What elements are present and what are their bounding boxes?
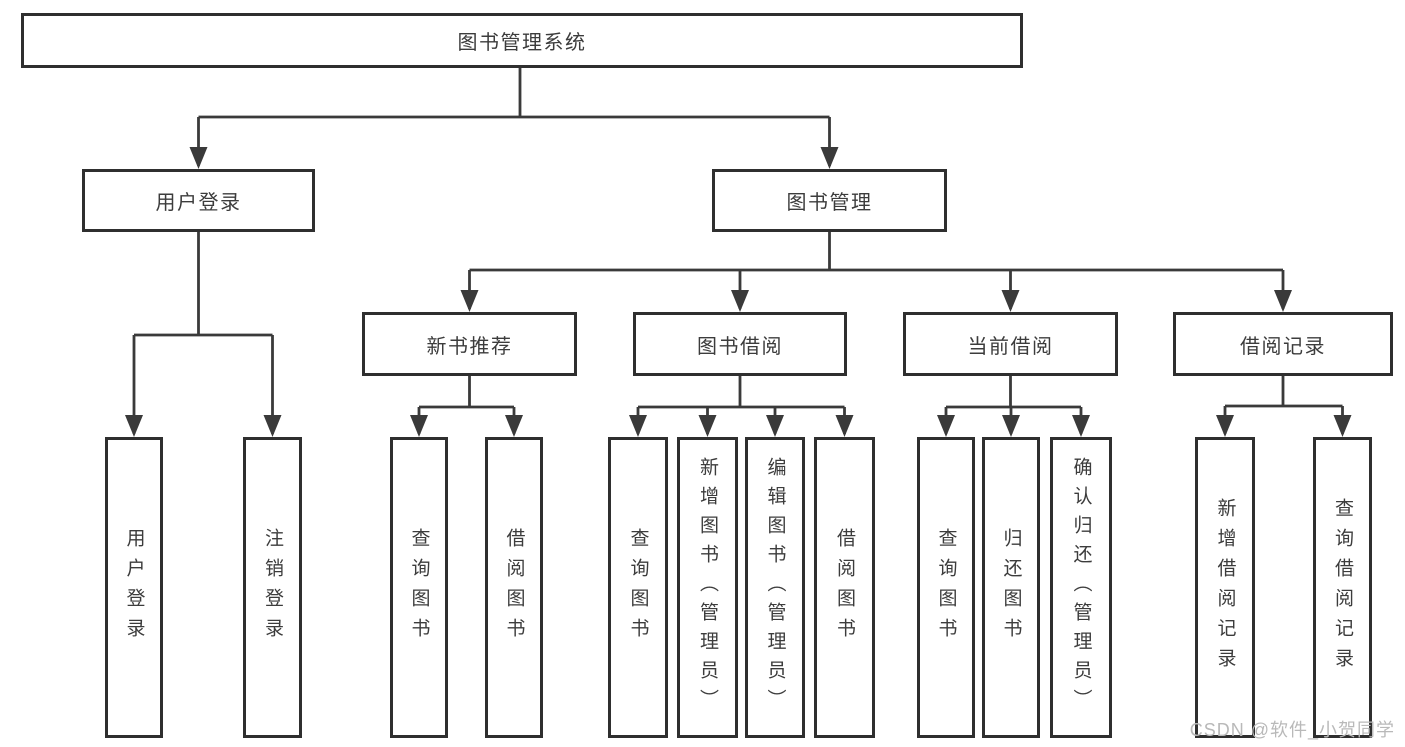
node-label: 图书管理系统 bbox=[457, 32, 587, 54]
leaf-label: 查询图书 bbox=[627, 527, 649, 648]
node-label: 用户登录 bbox=[155, 192, 242, 214]
leaf-label: 编辑图书（管理员） bbox=[764, 457, 786, 718]
leaf-query-borrow-record: 查询借阅记录 bbox=[1313, 437, 1372, 738]
node-system-root: 图书管理系统 bbox=[21, 13, 1023, 68]
csdn-watermark: CSDN @软件_小贺同学 bbox=[1189, 720, 1395, 740]
leaf-label: 注销登录 bbox=[262, 527, 283, 648]
leaf-query-books-current: 查询图书 bbox=[917, 437, 975, 738]
node-current-borrowing: 当前借阅 bbox=[903, 312, 1118, 376]
arrowheads-leaves bbox=[125, 415, 1352, 437]
leaf-borrow-books-newbook: 借阅图书 bbox=[485, 437, 543, 738]
edge-bookmgmt-to-level3 bbox=[468, 232, 1285, 309]
edge-record-to-leaves bbox=[1223, 376, 1344, 434]
leaf-label: 归还图书 bbox=[1000, 527, 1022, 648]
leaf-edit-book-admin: 编辑图书（管理员） bbox=[745, 437, 805, 738]
leaf-add-book-admin: 新增图书（管理员） bbox=[677, 437, 738, 738]
leaf-confirm-return-admin: 确认归还（管理员） bbox=[1050, 437, 1112, 738]
node-new-book-recommendation: 新书推荐 bbox=[362, 312, 577, 376]
leaf-query-books-newbook: 查询图书 bbox=[390, 437, 448, 738]
leaf-user-login: 用户登录 bbox=[105, 437, 163, 738]
node-borrowing-records: 借阅记录 bbox=[1173, 312, 1393, 376]
node-book-borrowing: 图书借阅 bbox=[633, 312, 847, 376]
edge-userlogin-to-leaves bbox=[132, 232, 274, 434]
leaf-return-book: 归还图书 bbox=[982, 437, 1040, 738]
leaf-label: 借阅图书 bbox=[834, 527, 855, 648]
leaf-query-books-borrow: 查询图书 bbox=[608, 437, 668, 738]
node-label: 当前借阅 bbox=[967, 335, 1054, 358]
leaf-label: 查询图书 bbox=[408, 527, 430, 648]
leaf-label: 查询借阅记录 bbox=[1332, 497, 1353, 678]
leaf-borrow-books-borrow: 借阅图书 bbox=[814, 437, 875, 738]
node-user-login: 用户登录 bbox=[82, 169, 315, 232]
node-label: 图书借阅 bbox=[697, 335, 783, 358]
node-label: 借阅记录 bbox=[1240, 335, 1326, 358]
leaf-label: 确认归还（管理员） bbox=[1070, 457, 1092, 718]
leaf-label: 新增借阅记录 bbox=[1214, 497, 1236, 678]
leaf-add-borrow-record: 新增借阅记录 bbox=[1195, 437, 1255, 738]
leaf-label: 借阅图书 bbox=[503, 527, 525, 648]
edge-newbook-to-leaves bbox=[417, 376, 516, 434]
leaf-logout: 注销登录 bbox=[243, 437, 302, 738]
edge-borrow-to-leaves bbox=[636, 376, 846, 434]
node-label: 图书管理 bbox=[786, 192, 873, 214]
arrowheads-level3 bbox=[460, 290, 1292, 312]
leaf-label: 查询图书 bbox=[935, 527, 957, 648]
node-book-management: 图书管理 bbox=[712, 169, 947, 232]
leaf-label: 新增图书（管理员） bbox=[697, 457, 718, 718]
arrowheads-level2 bbox=[189, 147, 839, 169]
node-label: 新书推荐 bbox=[426, 335, 513, 358]
edge-root-to-level2 bbox=[197, 68, 831, 166]
leaf-label: 用户登录 bbox=[123, 527, 145, 648]
